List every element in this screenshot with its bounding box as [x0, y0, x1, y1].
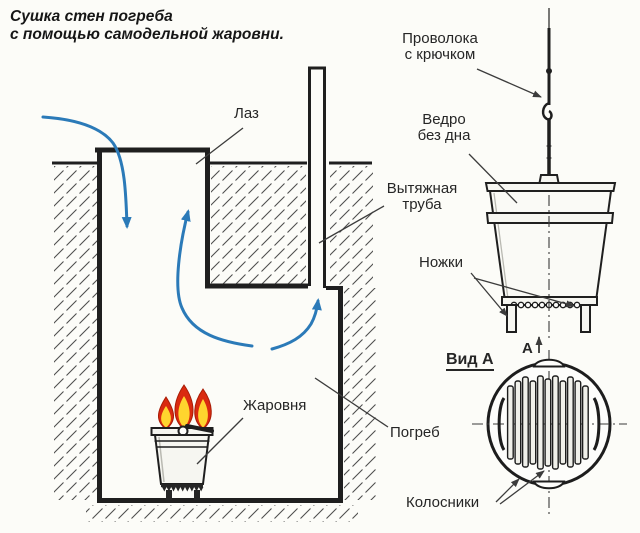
- brazier: [150, 384, 214, 500]
- bottomless-bucket: [484, 174, 617, 340]
- brazier-leader-line: [196, 417, 244, 465]
- title-line-1: Сушка стен погреба: [10, 8, 173, 25]
- exhaust-pipe: [308, 66, 328, 288]
- bucket-leader-line: [468, 153, 518, 204]
- cellar-leader-line: [314, 377, 389, 428]
- wire-leader-line: [476, 68, 542, 98]
- brazier-handle: [185, 424, 214, 433]
- view-direction-letter: А: [522, 340, 533, 357]
- cellar-cross-section: [41, 66, 389, 522]
- wire-with-hook: [541, 8, 553, 177]
- bucket-assembly: [468, 8, 617, 353]
- label-exhaust-pipe: Вытяжная труба: [386, 180, 458, 213]
- view-a-grate: [472, 350, 627, 516]
- grate-leader-line-1: [495, 478, 520, 503]
- airflow-arrow-intake-icon: [41, 115, 132, 229]
- label-brazier: Жаровня: [243, 397, 307, 414]
- airflow-arrow-rise-icon: [176, 209, 254, 348]
- label-bucket: Ведро без дна: [417, 111, 471, 144]
- airflow-arrows: [41, 115, 322, 351]
- label-cellar: Погреб: [390, 424, 440, 441]
- label-legs: Ножки: [419, 254, 463, 271]
- grate-leader-line-2: [499, 470, 545, 505]
- pipe-leader-line: [318, 205, 385, 244]
- page-title: Сушка стен погреба с помощью самодельной…: [10, 8, 284, 43]
- bucket-leg-right: [580, 304, 591, 333]
- cellar-walls: [95, 147, 343, 503]
- view-a-title: Вид А: [446, 352, 494, 371]
- label-hatch: Лаз: [234, 105, 259, 122]
- hatch-leader-line: [195, 127, 244, 165]
- legs-leader-line-2: [473, 277, 575, 308]
- label-wire: Проволока с крючком: [402, 30, 478, 63]
- grate-bars: [506, 375, 589, 470]
- title-line-2: с помощью самодельной жаровни.: [10, 25, 284, 43]
- soil-hatching: [54, 166, 376, 522]
- legs-leader-line-1: [470, 272, 508, 317]
- bucket-leg-left: [506, 304, 517, 333]
- airflow-arrow-exhaust-icon: [270, 298, 322, 351]
- fire-icon: [158, 384, 212, 430]
- label-grate: Колосники: [406, 494, 480, 511]
